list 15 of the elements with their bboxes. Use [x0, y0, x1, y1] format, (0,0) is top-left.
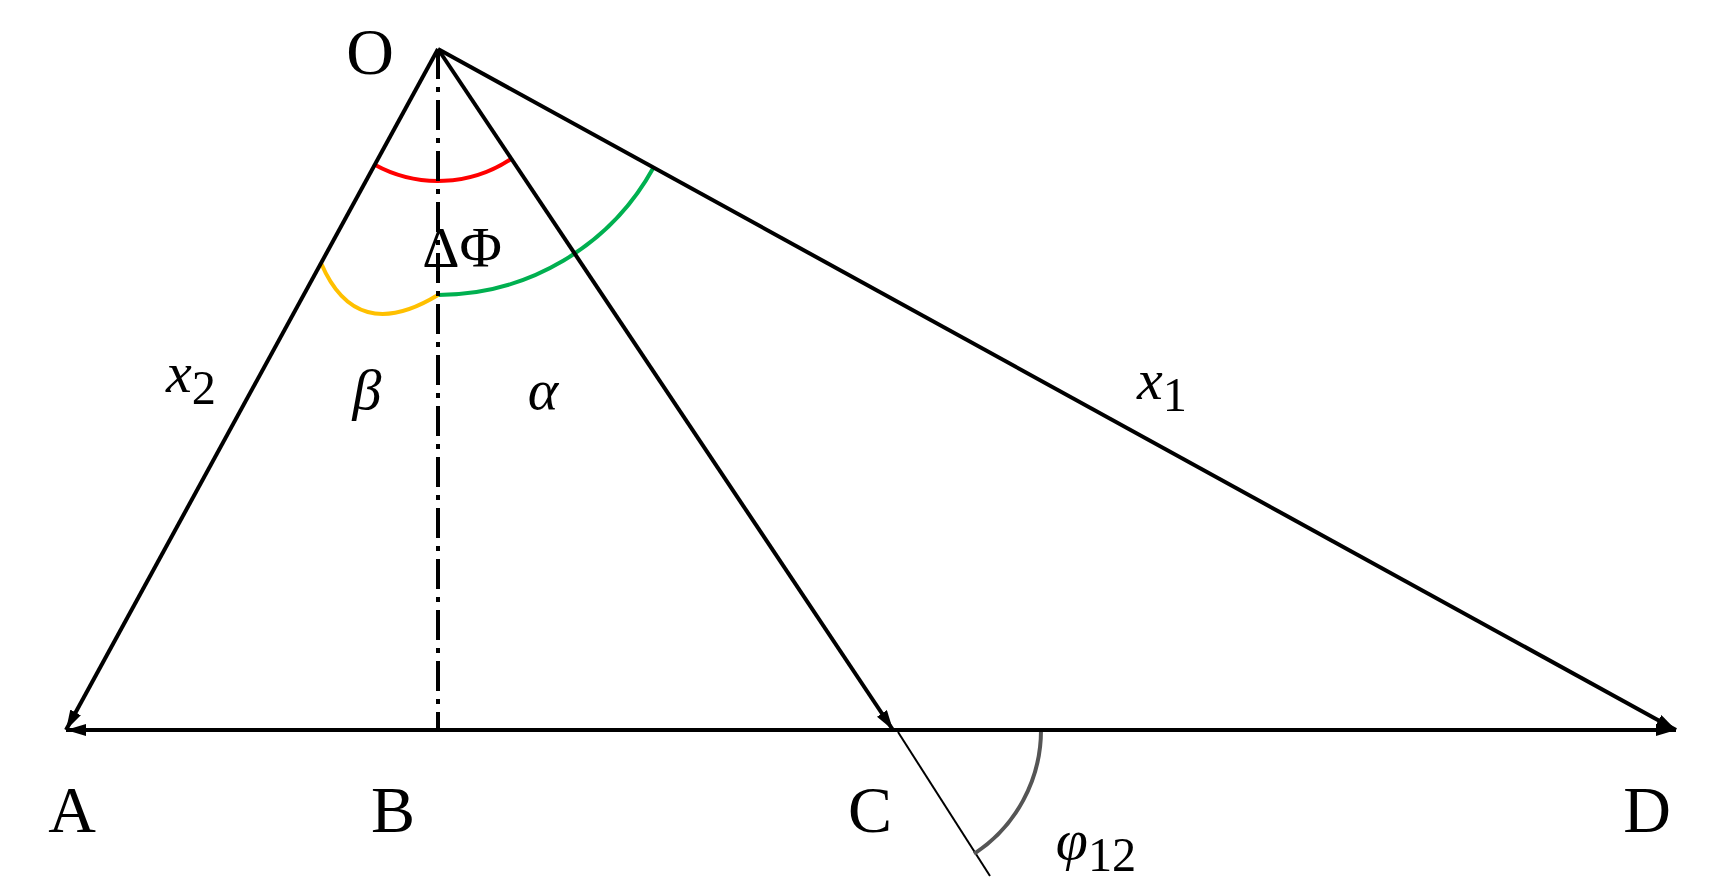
angle-label: α — [527, 361, 559, 419]
arrow — [64, 48, 440, 731]
arrow — [66, 724, 1676, 736]
arrow — [437, 47, 1677, 732]
point-label: D — [1623, 777, 1671, 843]
angle-label: ΔΦ — [422, 219, 502, 277]
angle-label: β — [352, 361, 382, 419]
point-label: A — [48, 777, 96, 843]
point-label: O — [346, 19, 394, 85]
angle-label: φ$_{12}$ — [1055, 810, 1137, 880]
length-label: x$_{1}$ — [1137, 350, 1187, 420]
point-label: C — [848, 777, 892, 843]
point-label: B — [371, 777, 415, 843]
dash-dot-line — [436, 49, 440, 730]
length-label: x$_{2}$ — [166, 343, 216, 413]
